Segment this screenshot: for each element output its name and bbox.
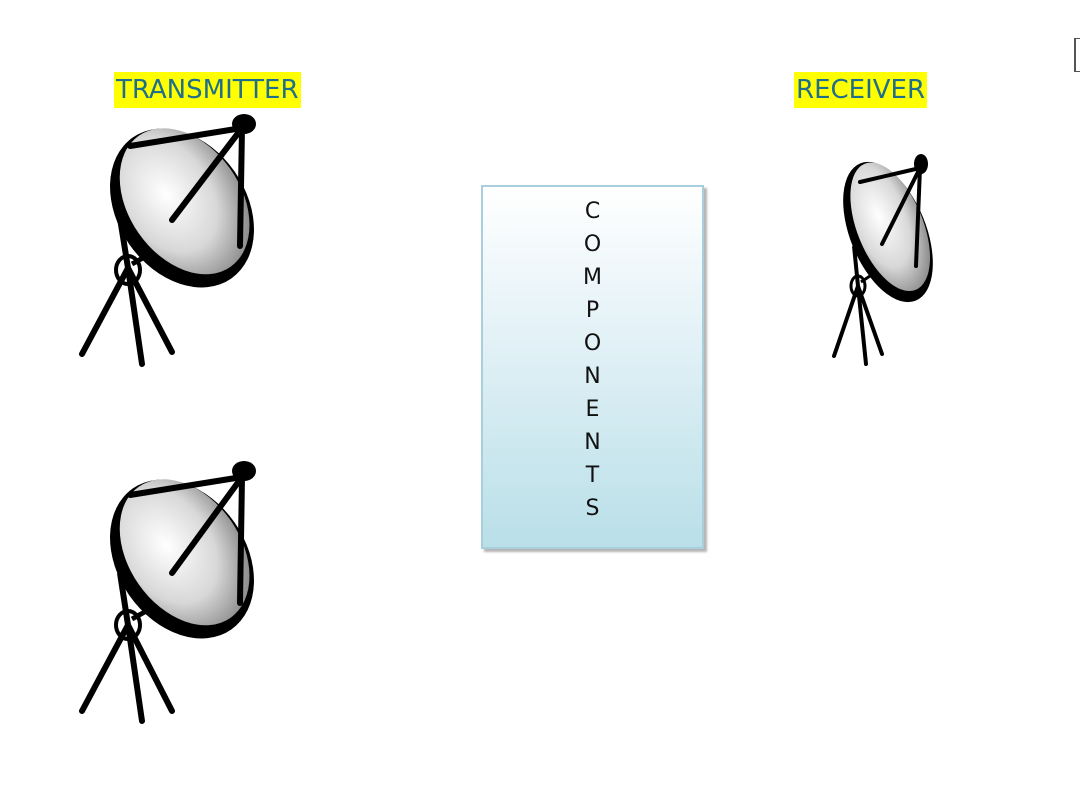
transmitter-dish-bottom-icon [79, 461, 256, 724]
transmitter-dish-top-icon [79, 114, 256, 367]
components-letter: T [585, 463, 600, 488]
components-letter: C [584, 199, 601, 224]
components-letter: E [585, 397, 600, 422]
receiver-dish-icon [832, 154, 933, 366]
transmitter-label: TRANSMITTER [114, 72, 301, 108]
receiver-label: RECEIVER [794, 72, 928, 108]
components-letter: S [585, 496, 600, 521]
components-letter: O [583, 232, 602, 257]
components-letter: O [583, 331, 602, 356]
components-letter: M [583, 265, 602, 290]
components-letter: N [584, 364, 601, 389]
edge-bracket [1074, 38, 1080, 72]
components-letter: N [584, 430, 601, 455]
components-label: C O M P O N E N T S [483, 195, 702, 525]
components-box: C O M P O N E N T S [481, 185, 704, 549]
components-letter: P [585, 298, 600, 323]
